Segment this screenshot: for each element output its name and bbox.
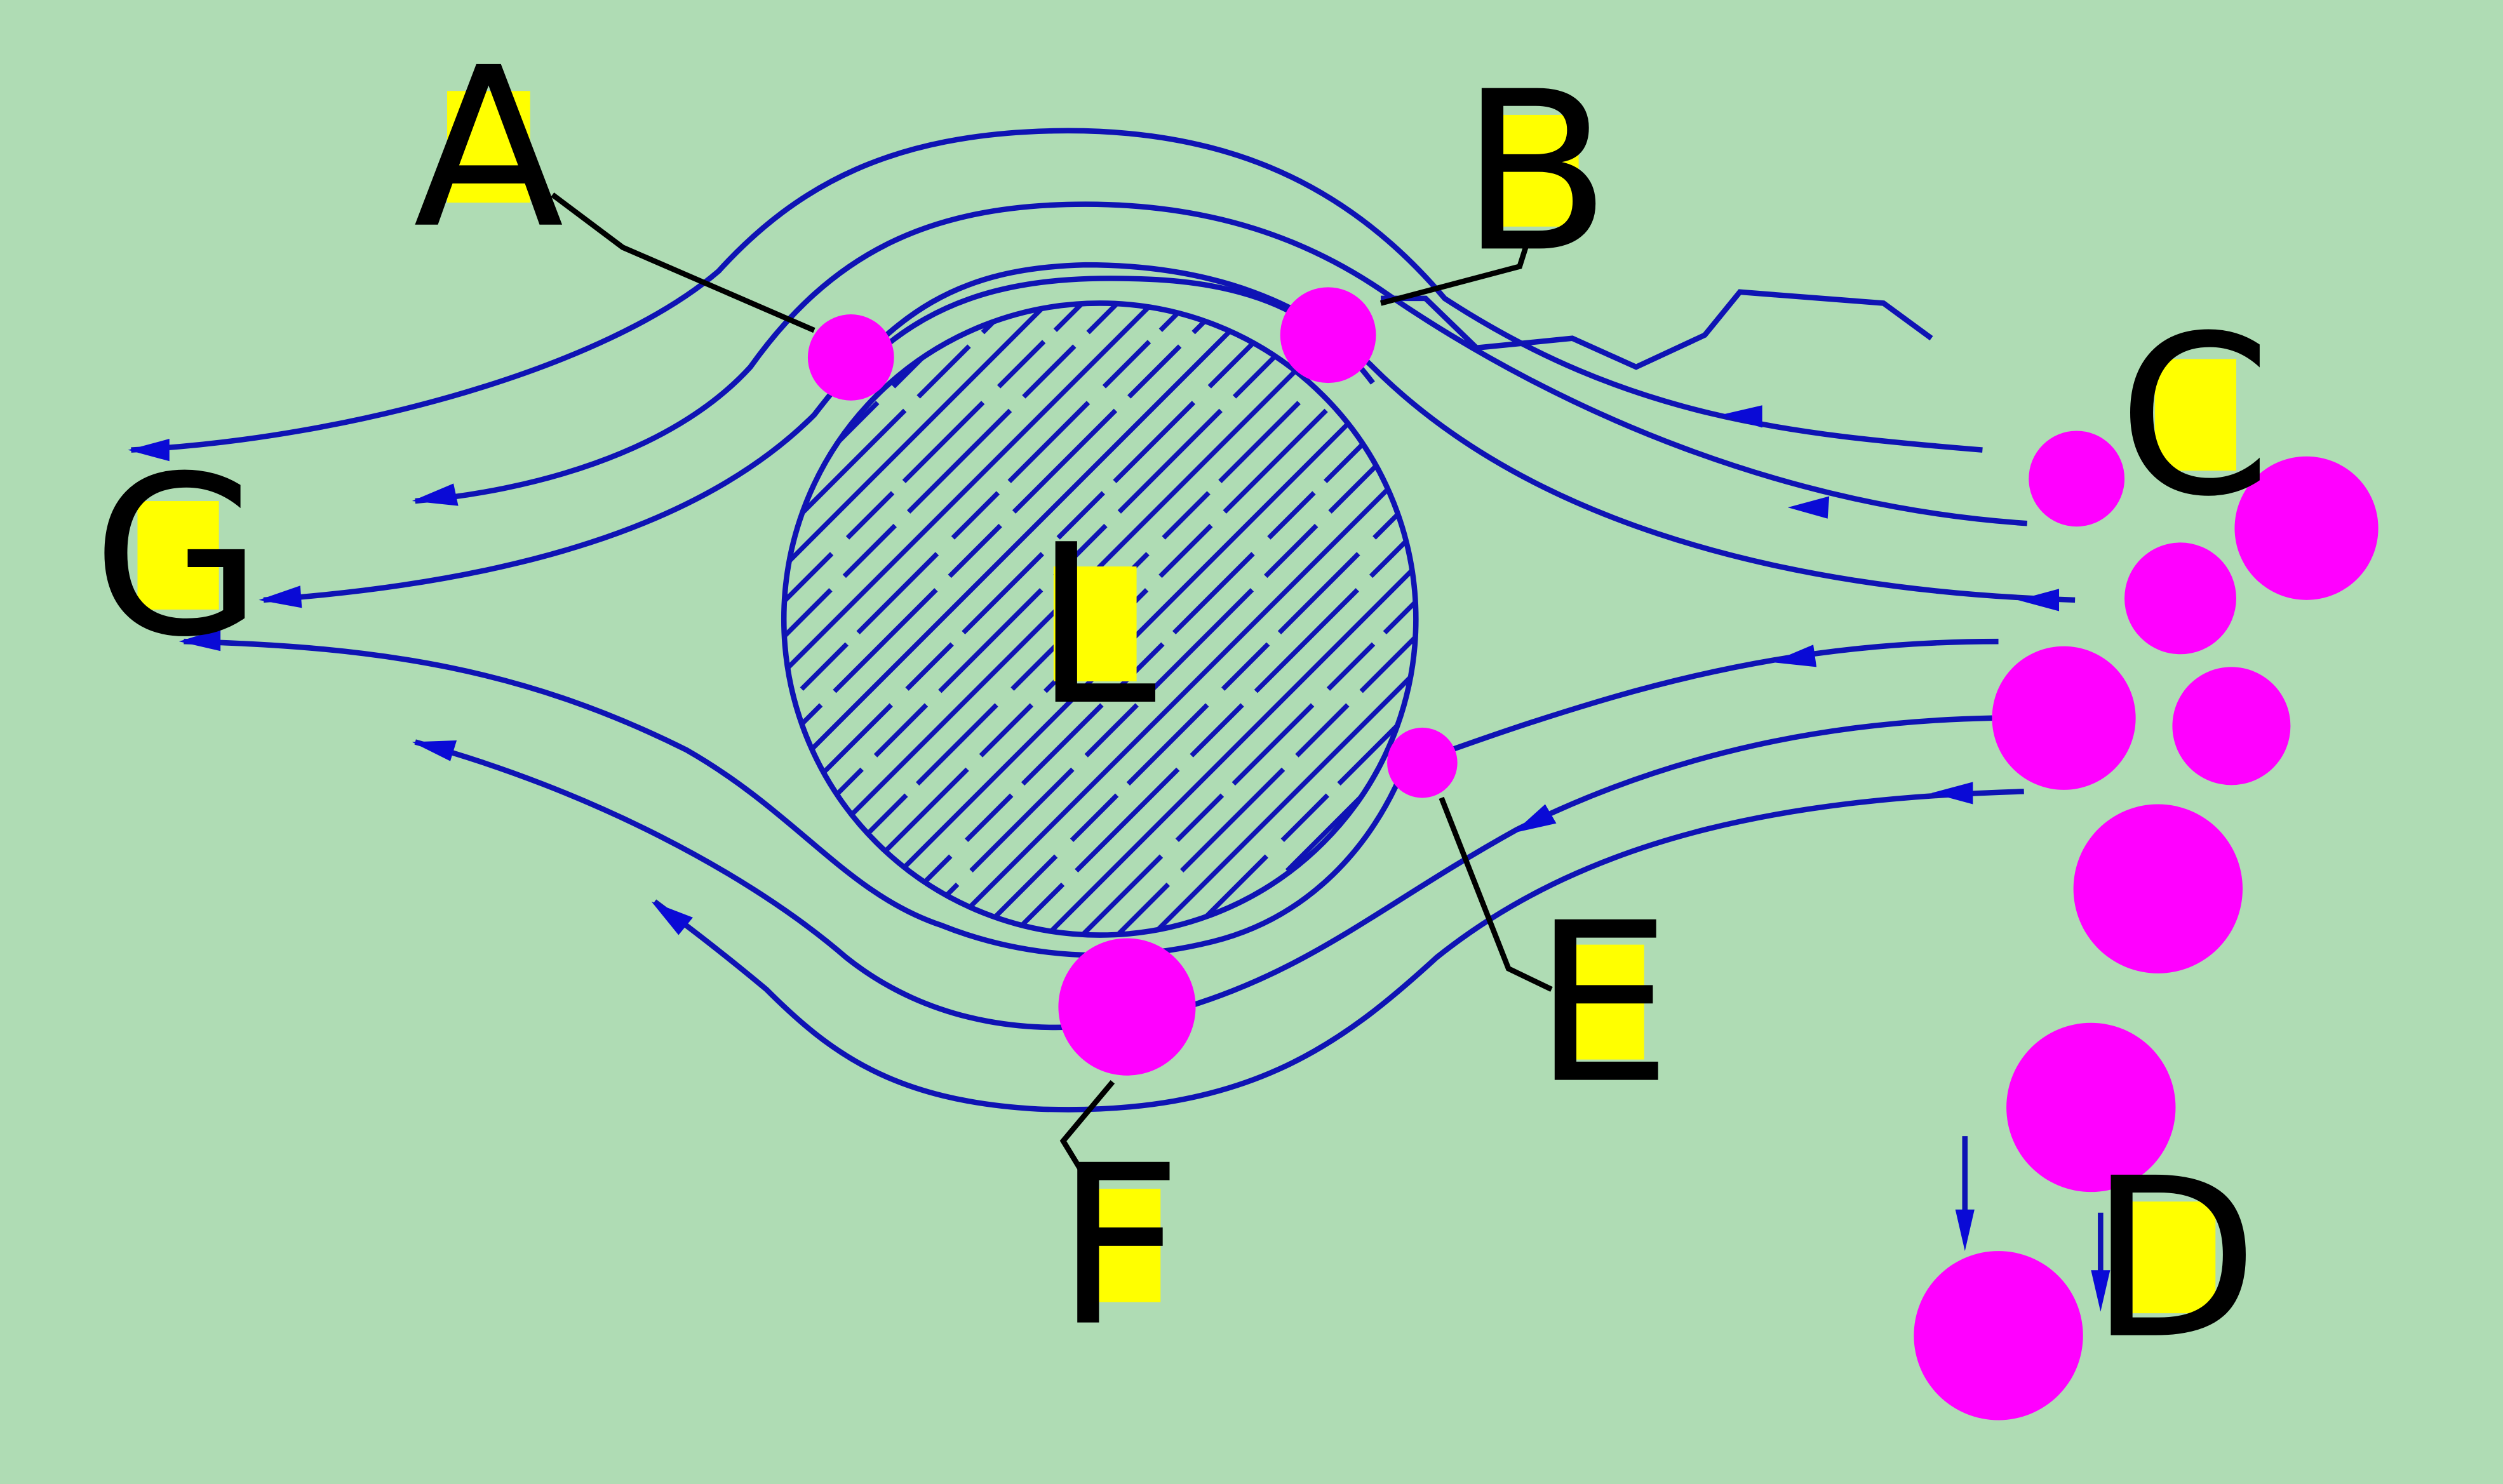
arrow-left-4 (178, 629, 221, 652)
label-d: D (2089, 1131, 2258, 1387)
arrow-down-2 (2091, 1270, 2110, 1312)
hatch-line (784, 303, 1260, 935)
hatch-line (784, 303, 1190, 935)
hatch-line (784, 303, 1084, 935)
hatch-line (784, 303, 1155, 935)
arrow-inflow-4 (1771, 645, 1817, 667)
particle-f (1058, 938, 1196, 1076)
hatch-line (784, 303, 1120, 935)
streamline-6 (414, 715, 1992, 1031)
hatch-line (784, 303, 1330, 935)
leader-e (1439, 796, 1553, 992)
hatch-line (975, 303, 1416, 935)
arrow-left-5 (412, 740, 457, 761)
label-c: C (2118, 288, 2272, 545)
label-b-text: B (1460, 44, 1611, 300)
label-a-text: A (413, 20, 565, 277)
particle-b (1280, 287, 1376, 384)
flow-arrows (128, 405, 2110, 1312)
hatch-line (784, 303, 1014, 935)
particle-c2 (2234, 456, 2379, 600)
streamline-7 (653, 789, 2024, 1113)
particle-d2 (1914, 1251, 2083, 1420)
label-l: L (1034, 497, 1158, 754)
leader-f (1059, 1080, 1115, 1179)
label-g: G (92, 429, 263, 685)
label-b: B (1460, 44, 1611, 300)
label-f-text: F (1056, 1118, 1182, 1375)
label-a: A (413, 20, 565, 277)
hatch-line (940, 303, 1416, 935)
arrow-left-6 (651, 901, 693, 935)
particles (807, 287, 2379, 1420)
streamline-2 (415, 201, 2028, 526)
streamline-3 (263, 262, 2076, 603)
hatch-line (1080, 303, 1416, 935)
streamline-5 (184, 638, 1999, 958)
hatch-line (784, 303, 1295, 935)
arrow-inflow-5 (1513, 804, 1557, 833)
label-g-text: G (92, 429, 263, 685)
hatch-line (1221, 303, 1416, 935)
particle-d1 (2006, 1022, 2176, 1193)
hatch-line (1151, 303, 1416, 935)
label-c-text: C (2118, 288, 2272, 545)
hatch-line (1115, 303, 1416, 935)
streamlines (131, 128, 2104, 1293)
particle-c1 (2029, 431, 2125, 527)
arrow-inflow-2 (1787, 496, 1830, 519)
label-e: E (1533, 876, 1672, 1132)
particle-c3 (2124, 542, 2236, 655)
hatch-line (1186, 303, 1416, 935)
streamline-1 (131, 128, 1983, 453)
label-f: F (1056, 1118, 1182, 1375)
hatch-line (1256, 303, 1416, 935)
particle-c6 (2073, 804, 2243, 973)
hatch-line (1010, 303, 1416, 935)
hatch-line (1045, 303, 1416, 935)
hatch-line (784, 303, 1049, 935)
arrow-inflow-3 (2017, 589, 2060, 612)
arrow-inflow-1 (1721, 405, 1762, 428)
hatch-line (905, 303, 1416, 935)
particle-c4 (1992, 646, 2136, 790)
hatch-line (784, 303, 979, 935)
leader-a (551, 192, 815, 333)
particle-c5 (2172, 667, 2291, 785)
particle-e (1387, 727, 1458, 798)
arrow-left-3 (258, 585, 302, 608)
arrow-inflow-6 (1931, 782, 1973, 805)
arrow-left-1 (128, 439, 170, 462)
leader-lines (551, 192, 1553, 1179)
label-d-text: D (2089, 1131, 2258, 1387)
particle-a (807, 314, 894, 401)
label-l-text: L (1034, 497, 1158, 754)
label-e-text: E (1533, 876, 1672, 1132)
arrow-left-2 (412, 483, 459, 506)
hatch-line (784, 303, 1225, 935)
leader-b (1379, 235, 1532, 306)
arrow-down-1 (1955, 1209, 1975, 1252)
turbulent-line (1381, 289, 1933, 370)
